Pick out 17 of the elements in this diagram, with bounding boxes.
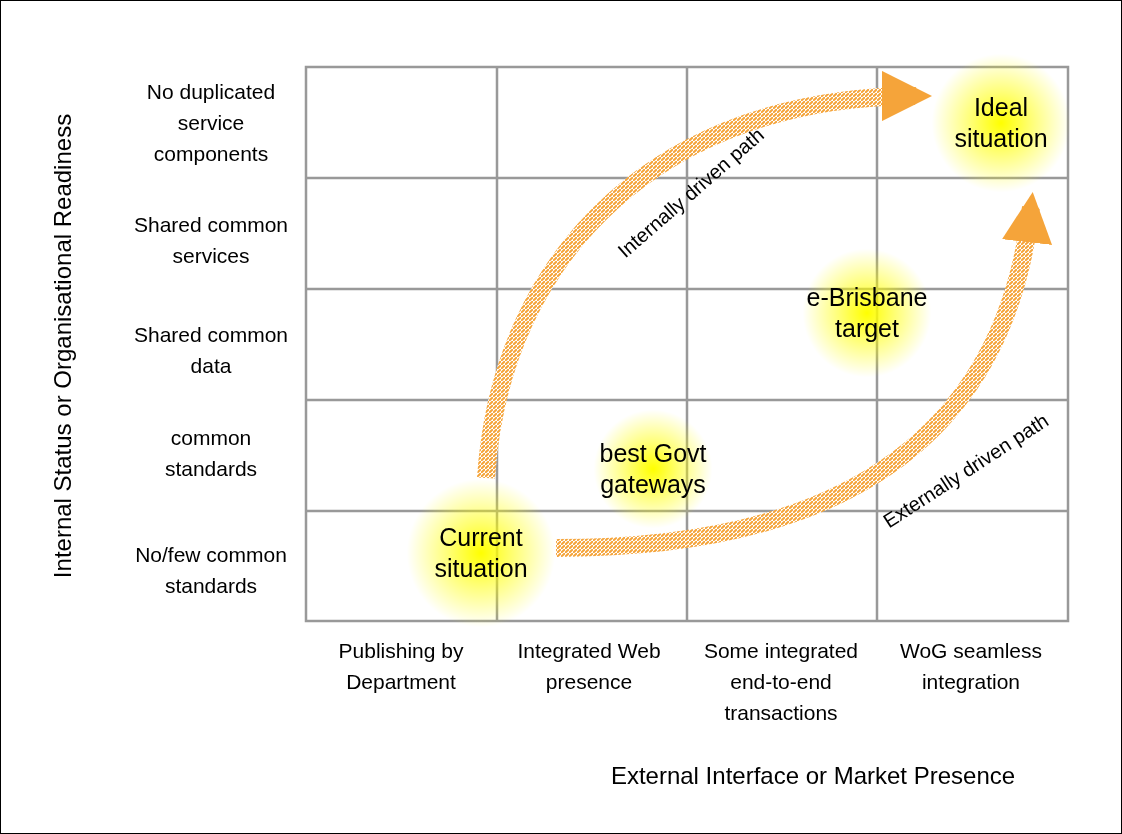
row-label: common standards <box>163 425 259 482</box>
curved-arrow <box>555 192 1050 557</box>
column-label: Some integrated end-to-end transactions <box>702 638 860 726</box>
row-label: Shared common services <box>132 212 290 269</box>
curved-arrow <box>477 72 933 480</box>
column-label: Publishing by Department <box>337 638 465 695</box>
node-label: best Govt gateways <box>598 438 708 500</box>
row-label: No duplicated service components <box>145 78 277 167</box>
node-label: e-Brisbane target <box>805 282 929 344</box>
x-axis-title: External Interface or Market Presence <box>610 762 1016 790</box>
node-label: Current situation <box>433 522 529 584</box>
column-label: Integrated Web presence <box>516 638 662 695</box>
row-label: Shared common data <box>132 322 290 379</box>
column-label: WoG seamless integration <box>899 638 1043 695</box>
row-label: No/few common standards <box>134 542 288 599</box>
y-axis-title: Internal Status or Organisational Readiness <box>49 113 77 579</box>
node-label: Ideal situation <box>953 92 1049 154</box>
